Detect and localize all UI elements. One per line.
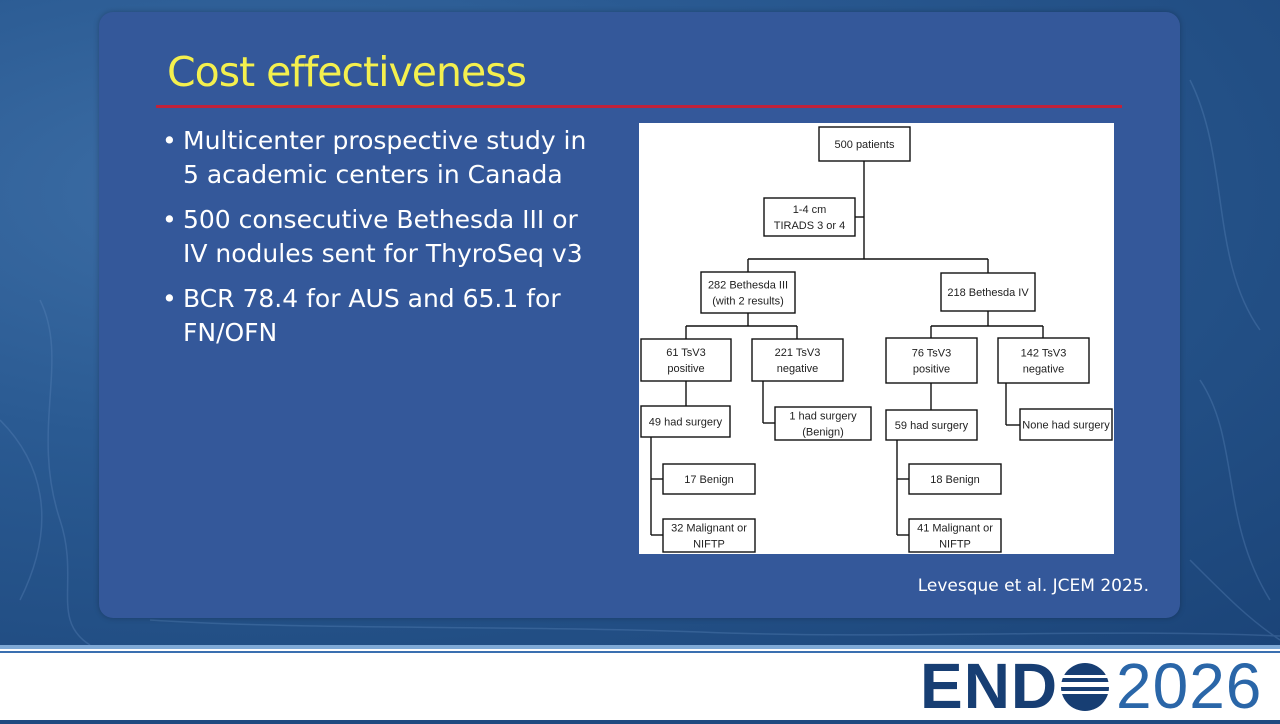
flow-node-b4-pos-surg: 59 had surgery: [885, 409, 978, 441]
slide-title: Cost effectiveness: [167, 48, 527, 96]
flow-node-label: 61 TsV3: [666, 347, 706, 359]
flow-node-label: 41 Malignant or: [917, 523, 993, 535]
flow-node-label: 32 Malignant or: [671, 523, 747, 535]
flow-node-box: [940, 272, 1036, 312]
flow-node-b3: 282 Bethesda III (with 2 results): [700, 271, 796, 314]
bullet-text: BCR 78.4 for AUS and 65.1 for FN/OFN: [183, 284, 561, 347]
flow-node-box: [997, 337, 1090, 384]
background-texture: [0, 79, 1280, 645]
flow-node-b4-neg: 142 TsV3 negative: [997, 337, 1090, 384]
flow-node-box: [700, 271, 796, 314]
flow-node-label: 17 Benign: [684, 474, 734, 486]
flow-node-b3-neg: 221 TsV3 negative: [751, 338, 844, 382]
flow-node-label: 142 TsV3: [1021, 348, 1067, 360]
footer-stripe: [0, 645, 1280, 649]
citation: Levesque et al. JCEM 2025.: [917, 576, 1149, 596]
globe-icon: [1061, 663, 1109, 711]
flow-node-b4-malig: 41 Malignant or NIFTP: [908, 518, 1002, 553]
flow-node-criteria: 1-4 cm TIRADS 3 or 4: [763, 197, 856, 237]
flow-node-box: [751, 338, 844, 382]
flow-node-label: 59 had surgery: [895, 420, 969, 432]
bullet-dot: •: [162, 284, 177, 313]
flow-node-root: 500 patients: [818, 126, 911, 162]
flow-node-b4-benign: 18 Benign: [908, 463, 1002, 495]
flow-node-label: 500 patients: [835, 139, 895, 151]
flow-node-label: negative: [1023, 364, 1065, 376]
flow-node-label: negative: [777, 363, 819, 375]
flow-node-box: [662, 463, 756, 495]
flow-node-b4-neg-surg: None had surgery: [1019, 408, 1113, 441]
flow-node-box: [908, 518, 1002, 553]
bullet-text: 500 consecutive Bethesda III or IV nodul…: [183, 205, 583, 268]
flow-node-label: None had surgery: [1022, 420, 1110, 432]
flow-node-label: TIRADS 3 or 4: [774, 220, 846, 232]
bullet-list: •Multicenter prospective study in 5 acad…: [160, 124, 610, 361]
bullet-text: Multicenter prospective study in 5 acade…: [183, 126, 587, 189]
bullet-item: •500 consecutive Bethesda III or IV nodu…: [160, 203, 610, 271]
flow-node-box: [640, 405, 731, 438]
flow-node-label: NIFTP: [939, 539, 971, 551]
flow-node-label: positive: [667, 363, 704, 375]
flow-node-box: [885, 409, 978, 441]
flow-node-label: (with 2 results): [712, 296, 784, 308]
flow-node-label: 221 TsV3: [775, 347, 821, 359]
flow-node-label: 49 had surgery: [649, 417, 723, 429]
flow-node-box: [885, 337, 978, 384]
flow-node-b3-pos: 61 TsV3 positive: [640, 338, 732, 382]
flow-node-box: [640, 338, 732, 382]
flow-node-b3-neg-surg: 1 had surgery (Benign): [774, 406, 872, 441]
flow-node-label: 18 Benign: [930, 474, 980, 486]
flow-node-box: [818, 126, 911, 162]
flow-node-box: [774, 406, 872, 441]
bullet-item: •BCR 78.4 for AUS and 65.1 for FN/OFN: [160, 282, 610, 350]
flow-node-box: [763, 197, 856, 237]
footer-stripe-thin: [0, 651, 1280, 653]
flow-node-b4-pos: 76 TsV3 positive: [885, 337, 978, 384]
flow-node-label: NIFTP: [693, 539, 725, 551]
logo-word: END: [920, 650, 1059, 722]
flow-node-label: 1-4 cm: [793, 204, 827, 216]
flow-node-label: (Benign): [802, 427, 844, 439]
flow-node-box: [908, 463, 1002, 495]
title-divider: [156, 105, 1122, 108]
flow-node-label: 282 Bethesda III: [708, 280, 788, 292]
bullet-dot: •: [162, 205, 177, 234]
flow-node-b3-benign: 17 Benign: [662, 463, 756, 495]
flow-node-label: 218 Bethesda IV: [947, 287, 1029, 299]
flow-node-b3-pos-surg: 49 had surgery: [640, 405, 731, 438]
flow-node-b4: 218 Bethesda IV: [940, 272, 1036, 312]
flowchart-figure: 500 patients 1-4 cm TIRADS 3 or 4 282 Bethe…: [639, 123, 1114, 554]
flow-node-b3-malig: 32 Malignant or NIFTP: [662, 518, 756, 553]
bullet-dot: •: [162, 126, 177, 155]
flow-node-label: 1 had surgery: [789, 411, 857, 423]
flow-node-box: [662, 518, 756, 553]
flowchart-svg: 500 patients 1-4 cm TIRADS 3 or 4 282 Bethe…: [640, 126, 1113, 553]
logo-year: 2026: [1116, 650, 1263, 722]
flow-node-label: positive: [913, 364, 950, 376]
flow-node-box: [1019, 408, 1113, 441]
bullet-item: •Multicenter prospective study in 5 acad…: [160, 124, 610, 192]
flow-node-label: 76 TsV3: [912, 348, 952, 360]
